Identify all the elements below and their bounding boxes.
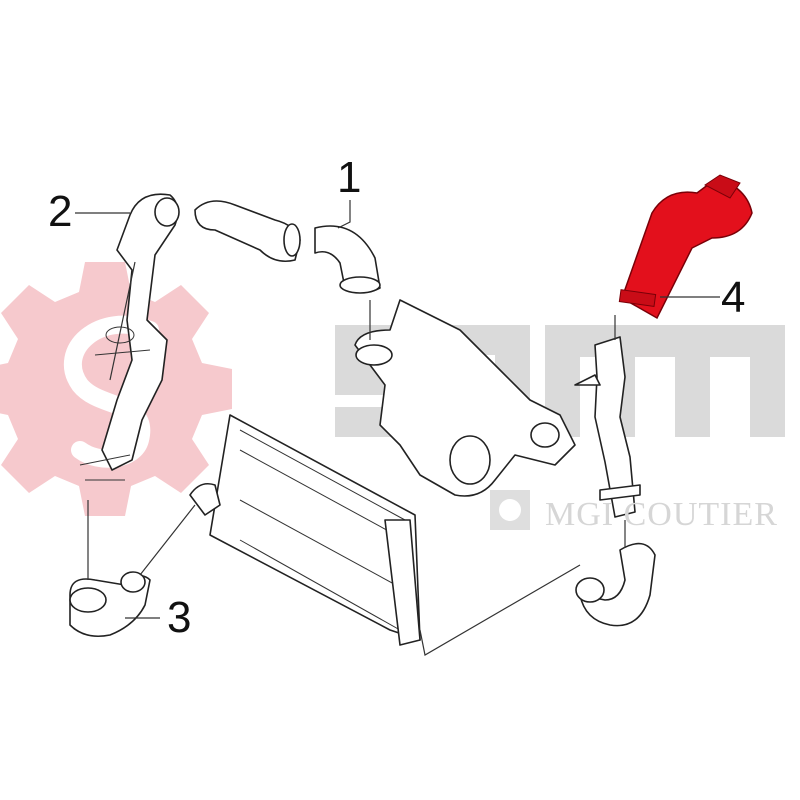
intercooler (189, 414, 421, 646)
callout-1: 1 (337, 153, 362, 202)
callout-3: 3 (167, 593, 192, 642)
part-1-hose (194, 200, 381, 294)
gear-watermark (0, 262, 232, 516)
callout-4: 4 (721, 273, 746, 322)
brand-watermark: MGI COUTIER (545, 496, 778, 533)
leader-lines (75, 200, 720, 656)
callout-2: 2 (48, 187, 73, 236)
part-3-elbow (69, 571, 151, 638)
turbocharger (354, 299, 576, 497)
outlet-pipe (574, 336, 656, 627)
part-2-pipe (79, 193, 180, 481)
part-4-hose-highlighted (618, 174, 753, 320)
